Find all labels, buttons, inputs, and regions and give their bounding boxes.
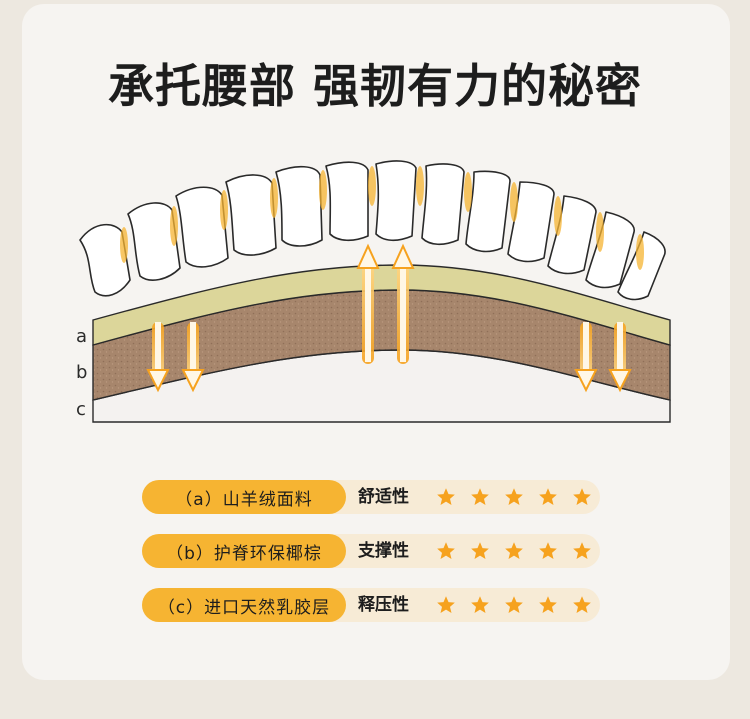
arrow-icon <box>181 322 205 393</box>
star-icon <box>539 596 557 613</box>
star-icon <box>573 542 591 559</box>
pressure-arrows <box>146 243 632 393</box>
star-rating <box>436 487 592 507</box>
star-icon <box>573 596 591 613</box>
layer-a <box>92 264 671 346</box>
star-icon <box>437 542 455 559</box>
arrow-icon <box>356 243 380 364</box>
arrow-icon <box>608 322 632 393</box>
arrow-icon <box>574 322 598 393</box>
property-label: 支撑性 <box>358 541 409 561</box>
spine <box>79 160 666 301</box>
layer-label-a: a <box>76 326 87 347</box>
property-label: 释压性 <box>358 595 409 615</box>
star-icon <box>471 488 489 505</box>
star-rating <box>436 595 592 615</box>
star-icon <box>437 488 455 505</box>
star-icon <box>539 542 557 559</box>
layer-label-c: c <box>76 399 86 420</box>
star-icon <box>505 488 523 505</box>
material-label: （b）护脊环保椰棕 <box>142 534 346 568</box>
arrow-icon <box>391 243 415 364</box>
star-icon <box>437 596 455 613</box>
material-label: （a）山羊绒面料 <box>142 480 346 514</box>
mattress-layers <box>92 264 671 423</box>
spinal-discs <box>120 166 644 270</box>
arrow-icon <box>146 322 170 393</box>
property-label: 舒适性 <box>358 487 409 507</box>
star-icon <box>539 488 557 505</box>
star-icon <box>505 596 523 613</box>
star-icon <box>471 542 489 559</box>
layer-label-b: b <box>76 362 87 383</box>
star-icon <box>573 488 591 505</box>
material-label: （c）进口天然乳胶层 <box>142 588 346 622</box>
feature-row-a: （a）山羊绒面料 舒适性 <box>142 480 600 514</box>
star-icon <box>471 596 489 613</box>
feature-row-c: （c）进口天然乳胶层 释压性 <box>142 588 600 622</box>
mattress-spine-illustration: a b c <box>76 160 671 423</box>
star-rating <box>436 541 592 561</box>
page-title: 承托腰部 强韧有力的秘密 <box>107 59 642 113</box>
star-icon <box>505 542 523 559</box>
feature-row-b: （b）护脊环保椰棕 支撑性 <box>142 534 600 568</box>
